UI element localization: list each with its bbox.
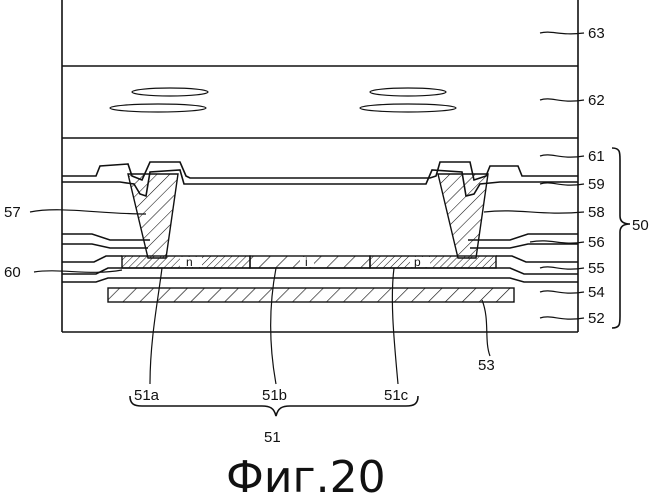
label-61: 61 (588, 148, 605, 165)
electrode-53 (108, 288, 514, 302)
figure-caption: Фиг.20 (226, 452, 386, 500)
label-53: 53 (478, 357, 495, 374)
label-55: 55 (588, 260, 605, 277)
label-63: 63 (588, 25, 605, 42)
label-57: 57 (4, 204, 21, 221)
region-i-label: i (305, 255, 308, 269)
liquid-crystal-molecules (110, 88, 456, 112)
semiconductor-layer-51: n i p (122, 255, 496, 269)
label-51b: 51b (262, 387, 287, 404)
contact-plug-57 (128, 174, 178, 258)
label-50: 50 (632, 217, 649, 234)
label-58: 58 (588, 204, 605, 221)
label-52: 52 (588, 310, 605, 327)
label-51: 51 (264, 429, 281, 446)
label-56: 56 (588, 234, 605, 251)
brace-50 (612, 148, 630, 328)
label-62: 62 (588, 92, 605, 109)
label-60: 60 (4, 264, 21, 281)
label-51a: 51a (134, 387, 160, 404)
contact-plug-58 (438, 174, 488, 258)
region-p-label: p (414, 255, 421, 269)
label-54: 54 (588, 284, 605, 301)
region-n-label: n (186, 255, 193, 269)
region-p (370, 256, 496, 268)
label-51c: 51c (384, 387, 409, 404)
label-59: 59 (588, 176, 605, 193)
